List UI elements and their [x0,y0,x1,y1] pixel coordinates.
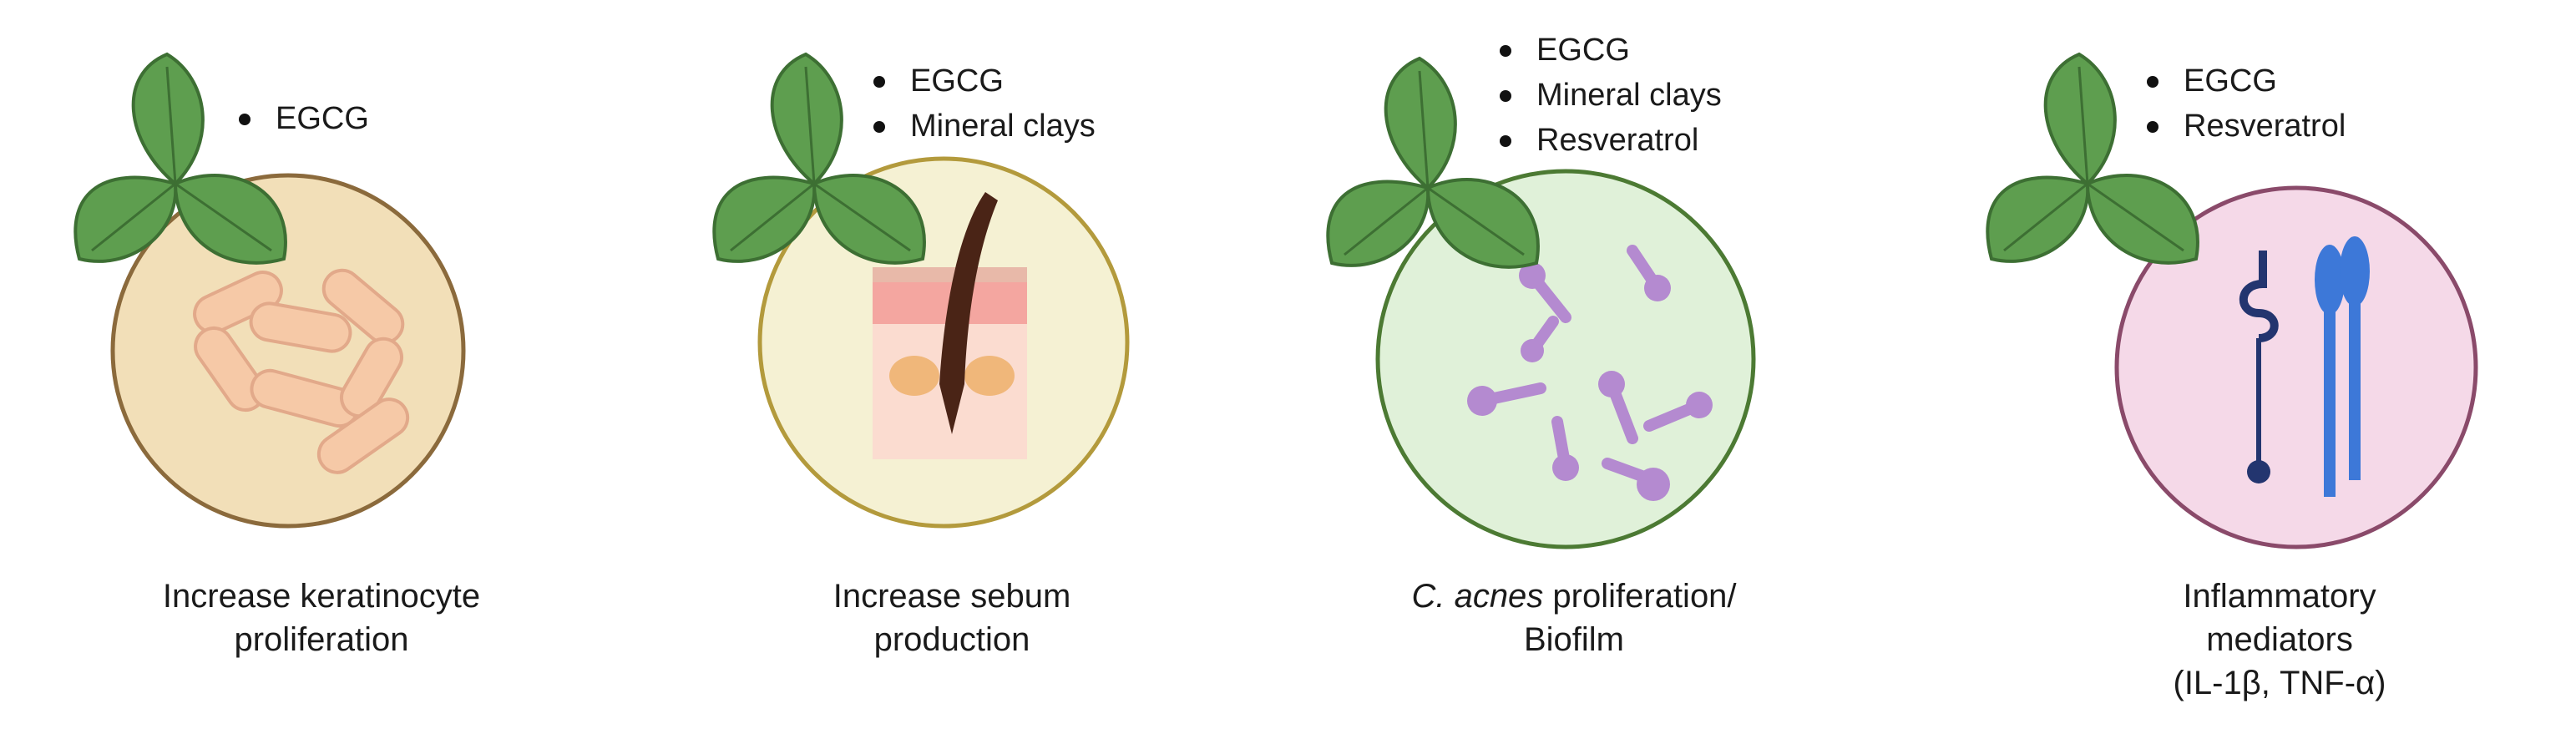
panel-c-acnes: EGCG Mineral clays Resveratrol C. acnes … [1282,0,1866,734]
panel-keratinocyte: EGCG Increase keratinocyte proliferation [29,0,614,734]
cytokine-receptors-icon [2239,236,2370,497]
panel-inflammatory: EGCG Resveratrol Inflammatory mediators … [1937,0,2522,734]
bullet-item: EGCG [2142,58,2346,104]
active-ingredients-list: EGCG Mineral clays [868,58,1096,149]
bullet-item: Resveratrol [2142,104,2346,149]
hair-follicle-sebaceous-gland-icon [873,192,1027,459]
keratinocyte-illustration [29,0,466,529]
active-ingredients-list: EGCG [234,96,369,141]
bullet-item: EGCG [234,96,369,141]
c-acnes-illustration [1282,0,1756,549]
bullet-item: Mineral clays [868,104,1096,149]
sebum-illustration [660,0,1130,529]
keratinocyte-cells-icon [193,268,410,474]
bullet-item: EGCG [868,58,1096,104]
panel-caption: Increase keratinocyte proliferation [162,578,481,658]
panel-caption: Increase sebum production [833,578,1071,658]
inflammatory-circle [2114,185,2478,549]
active-ingredients-list: EGCG Mineral clays Resveratrol [1495,28,1722,163]
bullet-item: Resveratrol [1495,118,1722,163]
bullet-item: EGCG [1495,28,1722,73]
panel-caption: C. acnes proliferation/ Biofilm [1411,578,1737,658]
panel-sebum: EGCG Mineral clays Increase sebum produc… [660,0,1244,734]
bullet-item: Mineral clays [1495,73,1722,118]
inflammatory-illustration [1937,0,2478,549]
c-acnes-bacteria-icon [1467,245,1713,501]
c-acnes-circle [1375,169,1756,549]
active-ingredients-list: EGCG Resveratrol [2142,58,2346,149]
panel-caption: Inflammatory mediators (IL-1β, TNF-α) [2173,578,2386,701]
